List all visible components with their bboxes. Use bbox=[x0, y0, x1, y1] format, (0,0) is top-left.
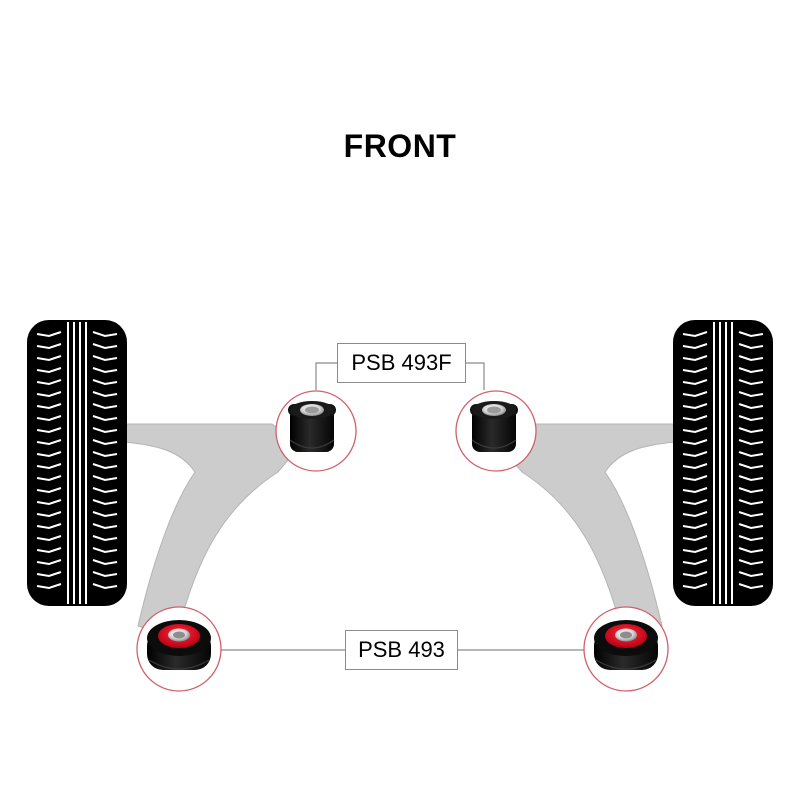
front-heading: FRONT bbox=[343, 128, 457, 164]
left-control-arm bbox=[124, 423, 301, 639]
upper-right-bush-icon bbox=[470, 401, 518, 452]
lower-bush-part-label: PSB 493 bbox=[345, 630, 458, 670]
leader-lines bbox=[220, 362, 585, 651]
right-control-arm bbox=[499, 423, 676, 639]
left-tyre-icon bbox=[27, 320, 127, 606]
upper-bush-part-label: PSB 493F bbox=[337, 343, 466, 383]
right-tyre-icon bbox=[673, 320, 773, 606]
lower-left-bush-icon bbox=[147, 620, 211, 670]
upper-left-bush-icon bbox=[288, 401, 336, 452]
lower-right-bush-icon bbox=[594, 620, 658, 670]
